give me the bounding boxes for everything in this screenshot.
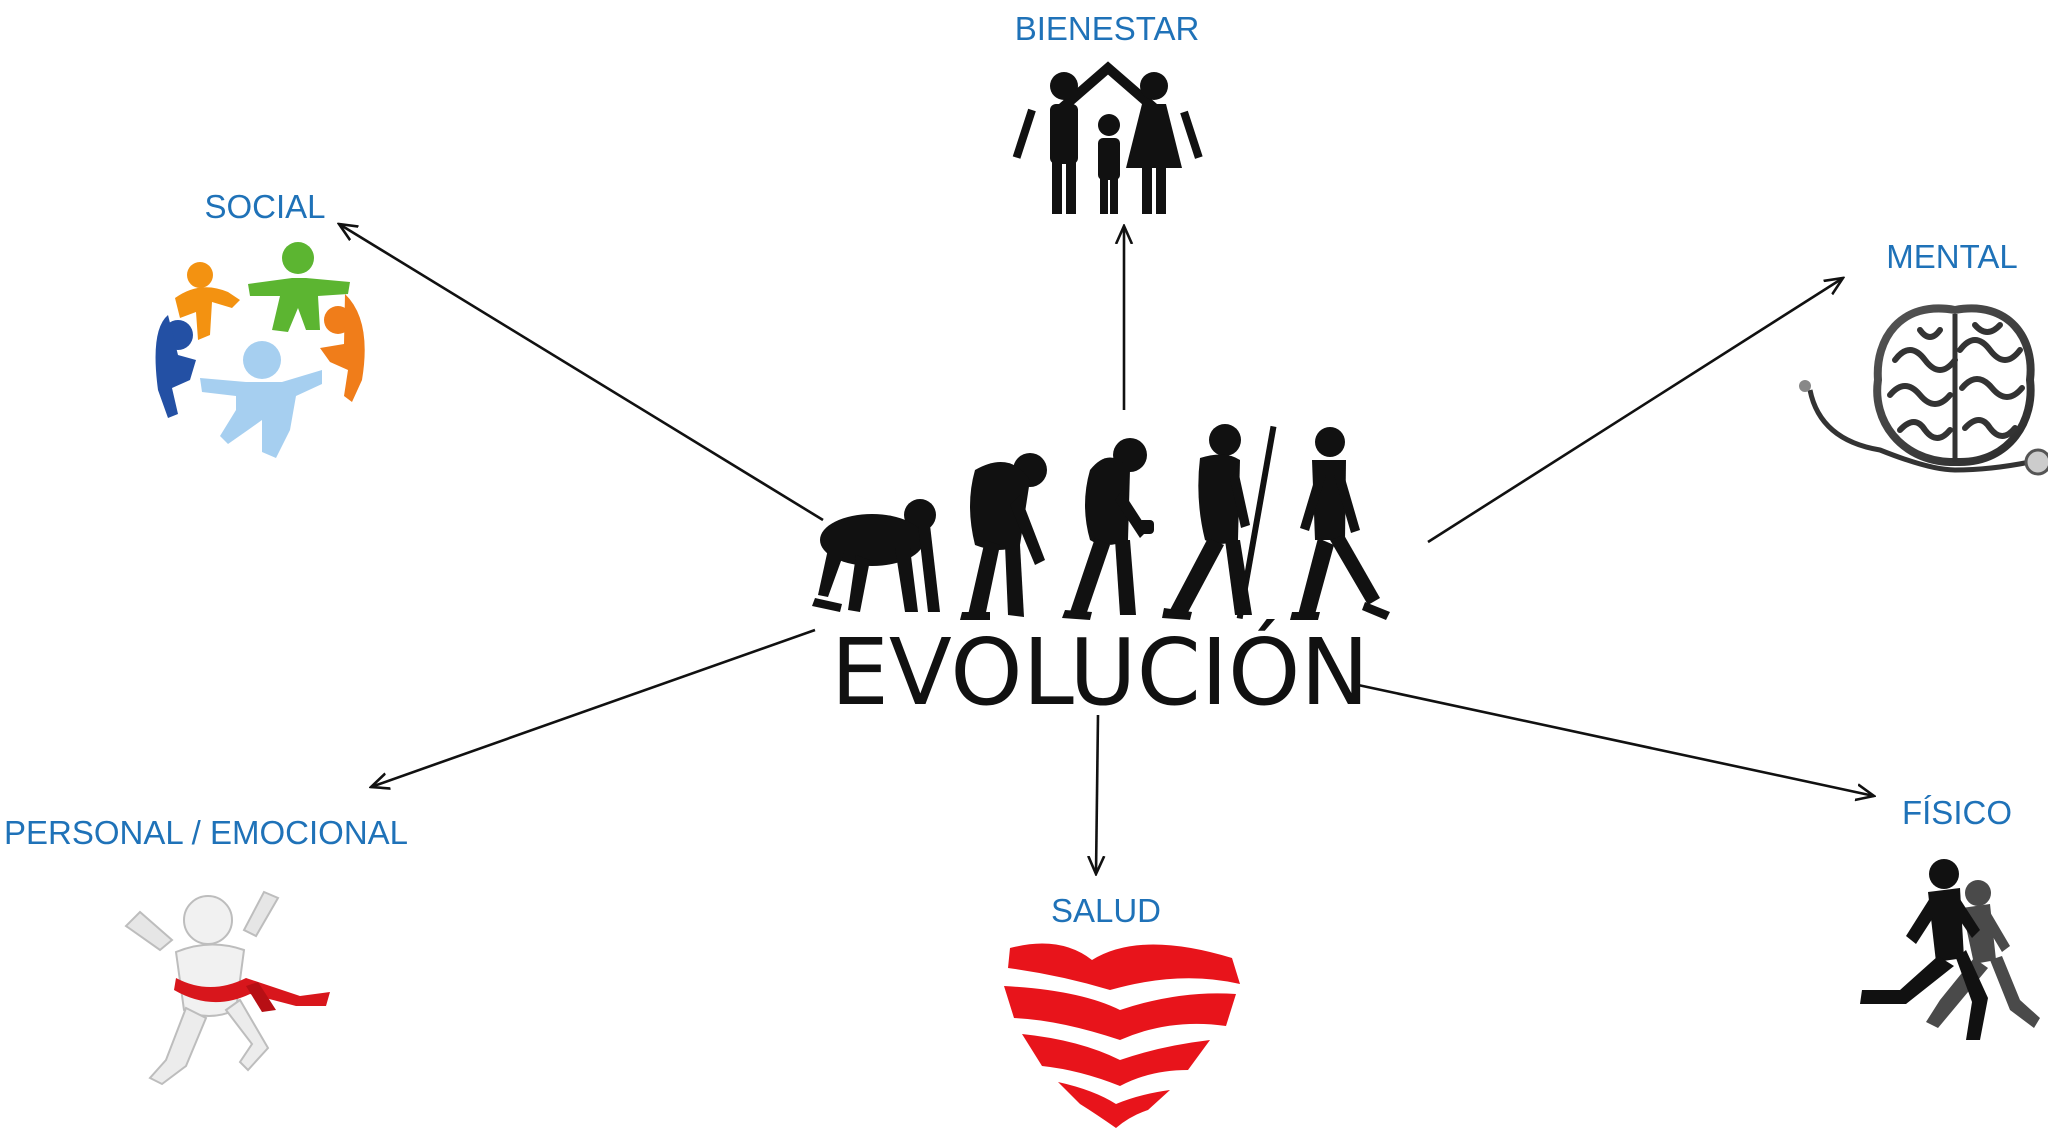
ape-figure-3 xyxy=(1062,438,1154,620)
brain-stethoscope-icon xyxy=(1799,304,2048,476)
person-blue-dark xyxy=(155,315,196,418)
human-figure-5 xyxy=(1290,427,1390,620)
ape-figure-2 xyxy=(960,453,1047,620)
arrow-to-salud xyxy=(1096,714,1098,874)
arrow-to-mental xyxy=(1427,278,1843,544)
person-orange-right xyxy=(320,294,365,402)
arrow-to-personal xyxy=(371,628,816,787)
person-light-blue xyxy=(200,341,322,458)
arrows xyxy=(339,224,1874,874)
person-green xyxy=(248,242,350,332)
family-house-icon xyxy=(1012,61,1203,214)
label-bienestar: BIENESTAR xyxy=(1015,10,1200,47)
finish-line-runner-icon xyxy=(124,890,330,1086)
person-orange-left xyxy=(175,262,240,340)
label-personal-emocional: PERSONAL / EMOCIONAL xyxy=(4,814,408,851)
center-title: EVOLUCIÓN xyxy=(831,617,1369,726)
runners-icon xyxy=(1860,859,2040,1040)
label-mental: MENTAL xyxy=(1886,238,2017,275)
label-social: SOCIAL xyxy=(204,188,325,225)
people-circle-icon xyxy=(155,242,365,458)
label-fisico: FÍSICO xyxy=(1902,794,2012,831)
heart-icon xyxy=(1004,943,1240,1128)
label-salud: SALUD xyxy=(1051,892,1161,929)
runner-front xyxy=(1860,859,1988,1040)
human-evolution-icon xyxy=(812,424,1390,620)
ape-figure-4 xyxy=(1162,424,1277,620)
ape-figure-1 xyxy=(812,499,940,612)
arrow-to-social xyxy=(339,224,824,522)
arrow-to-fisico xyxy=(1357,683,1874,796)
